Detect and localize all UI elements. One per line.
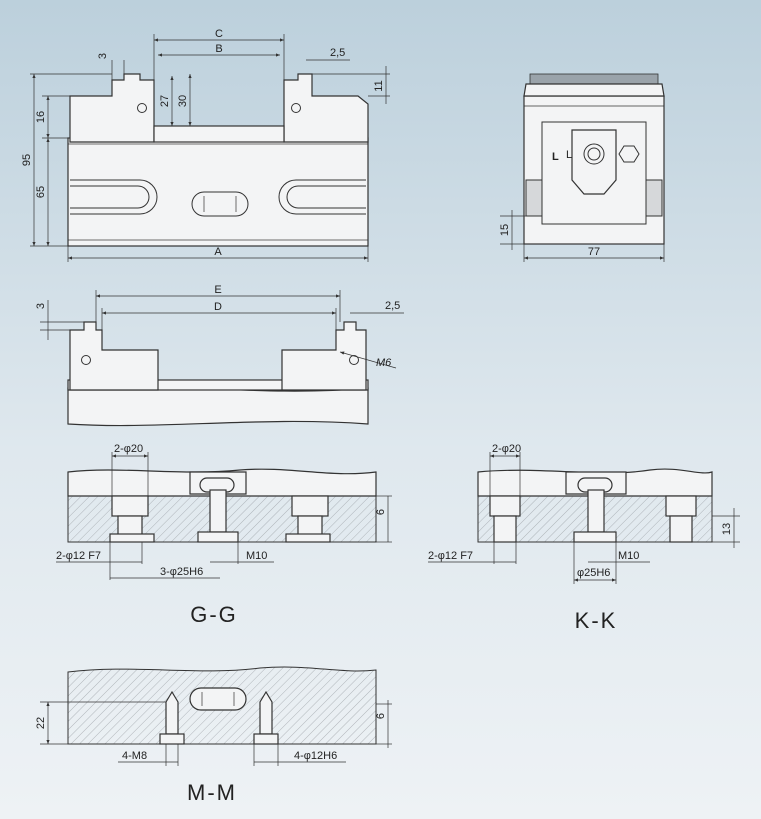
front-right-jaw: [281, 321, 367, 391]
front-dim-3: 3: [35, 303, 47, 309]
gg-title: G-G: [190, 602, 238, 627]
dim-m6: M6: [376, 357, 392, 369]
mm-dim-22: 22: [35, 717, 47, 729]
dim-65: 65: [35, 186, 47, 198]
front-dim-2-5: 2,5: [385, 300, 400, 312]
kk-title: K-K: [575, 608, 618, 633]
dim-d: D: [214, 301, 222, 313]
dim-77: 77: [588, 246, 600, 258]
gg-dim-3-d25: 3-φ25H6: [160, 566, 203, 578]
hole: [291, 103, 301, 113]
kk-dim-m10: M10: [618, 550, 639, 562]
top-view: C B 3 2,5 11 27 30 16 95 65 A: [21, 28, 390, 262]
section-kk: 2-φ20 2-φ12 F7 φ25H6 M10 13 K-K: [428, 443, 740, 633]
mm-dim-4-m8: 4-M8: [122, 750, 147, 762]
side-view: L L 15 77: [499, 73, 665, 262]
label-l1: L: [552, 151, 559, 163]
section-gg: 2-φ20 2-φ12 F7 3-φ25H6 M10 6 G-G: [56, 443, 392, 627]
mm-dim-4-d12: 4-φ12H6: [294, 750, 337, 762]
dim-15: 15: [499, 224, 511, 236]
kk-dim-2-d20: 2-φ20: [492, 443, 521, 455]
right-jaw: [283, 73, 369, 143]
dim-16: 16: [35, 111, 47, 123]
dim-30: 30: [177, 95, 189, 107]
dim-3: 3: [97, 53, 109, 59]
nut-housing: [571, 129, 617, 195]
kk-dim-13: 13: [721, 523, 733, 535]
dim-27: 27: [159, 95, 171, 107]
dim-a: A: [214, 246, 222, 258]
front-base: [67, 385, 369, 427]
mm-title: M-M: [187, 780, 237, 805]
left-jaw: [69, 73, 155, 143]
gg-dim-m10: M10: [246, 550, 267, 562]
front-view: E D 3 2,5 M6: [35, 284, 404, 427]
mm-dim-6: 6: [375, 713, 387, 719]
gg-dim-2-d20: 2-φ20: [114, 443, 143, 455]
label-l2: L: [566, 149, 572, 161]
kk-dim-2-d12: 2-φ12 F7: [428, 550, 473, 562]
dim-b: B: [215, 43, 222, 55]
dim-e: E: [214, 284, 221, 296]
gg-dim-6: 6: [375, 509, 387, 515]
section-mm: 22 6 4-M8 4-φ12H6 M-M: [35, 666, 392, 805]
dim-2-5: 2,5: [330, 47, 345, 59]
dim-11: 11: [373, 80, 385, 91]
gg-dim-2-d12: 2-φ12 F7: [56, 550, 101, 562]
hole: [137, 103, 147, 113]
kk-dim-d25: φ25H6: [577, 567, 610, 579]
dim-c: C: [215, 28, 223, 40]
dim-95: 95: [21, 154, 33, 166]
